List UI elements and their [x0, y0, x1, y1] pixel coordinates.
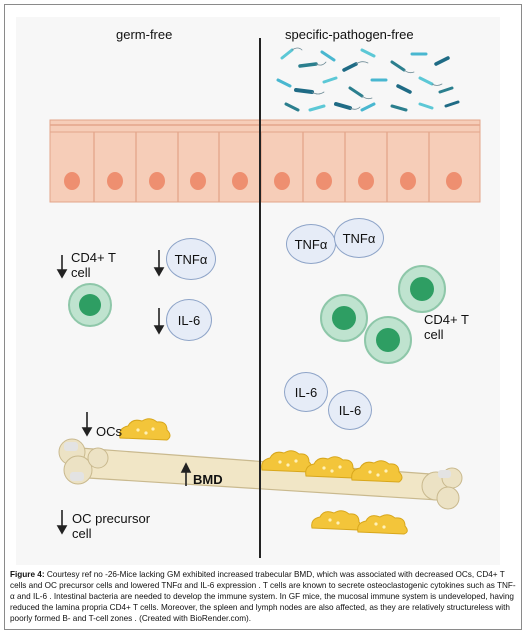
arrows [56, 250, 192, 535]
right-cd4-cell-1 [398, 265, 446, 313]
bmd-label: BMD [193, 472, 223, 487]
right-cd4-cell-2 [320, 294, 368, 342]
right-il6-cytokine-2: IL-6 [328, 390, 372, 430]
figure-caption: Figure 4: Courtesy ref no -26-Mice lacki… [10, 569, 516, 624]
right-tnf-cytokine-2: TNFα [334, 218, 384, 258]
right-il6-cytokine-1: IL-6 [284, 372, 328, 412]
bone-left-head [58, 438, 109, 485]
bacteria-cluster [276, 47, 460, 112]
osteoclast-r4 [311, 510, 362, 531]
cd4-nucleus [332, 306, 356, 330]
epithelium-cell-borders [93, 132, 430, 202]
right-cd4-cell-3 [364, 316, 412, 364]
left-tnf-cytokine: TNFα [166, 238, 216, 280]
cd4-nucleus [376, 328, 400, 352]
ocs-down-arrow [81, 412, 93, 437]
osteoclast-r3 [351, 460, 403, 483]
bmd-up-arrow [180, 462, 192, 486]
epithelium [49, 119, 481, 203]
left-header: germ-free [116, 27, 173, 42]
il6-down-arrow [153, 308, 165, 335]
cd4-down-arrow [56, 255, 68, 279]
bone-right-head [421, 467, 463, 510]
osteoclasts [119, 418, 408, 535]
caption-text: Courtesy ref no -26-Mice lacking GM exhi… [10, 570, 516, 623]
left-il6-cytokine: IL-6 [166, 299, 212, 341]
left-cd4-cell [68, 283, 112, 327]
cd4-nucleus [79, 294, 101, 316]
caption-prefix: Figure 4: [10, 570, 45, 579]
right-tnf-cytokine-1: TNFα [286, 224, 336, 264]
cd4-nucleus [410, 277, 434, 301]
left-ocs-label: OCs [96, 424, 122, 439]
osteoclast-r1 [261, 450, 313, 473]
osteoclast-left [119, 418, 171, 441]
tnf-down-arrow [153, 250, 165, 277]
osteoclast-r2 [305, 456, 357, 479]
right-header: specific-pathogen-free [285, 27, 414, 42]
ocp-down-arrow [56, 510, 68, 535]
osteoclast-r5 [357, 514, 408, 535]
epithelium-nuclei [64, 172, 462, 190]
divider-line [259, 38, 261, 558]
